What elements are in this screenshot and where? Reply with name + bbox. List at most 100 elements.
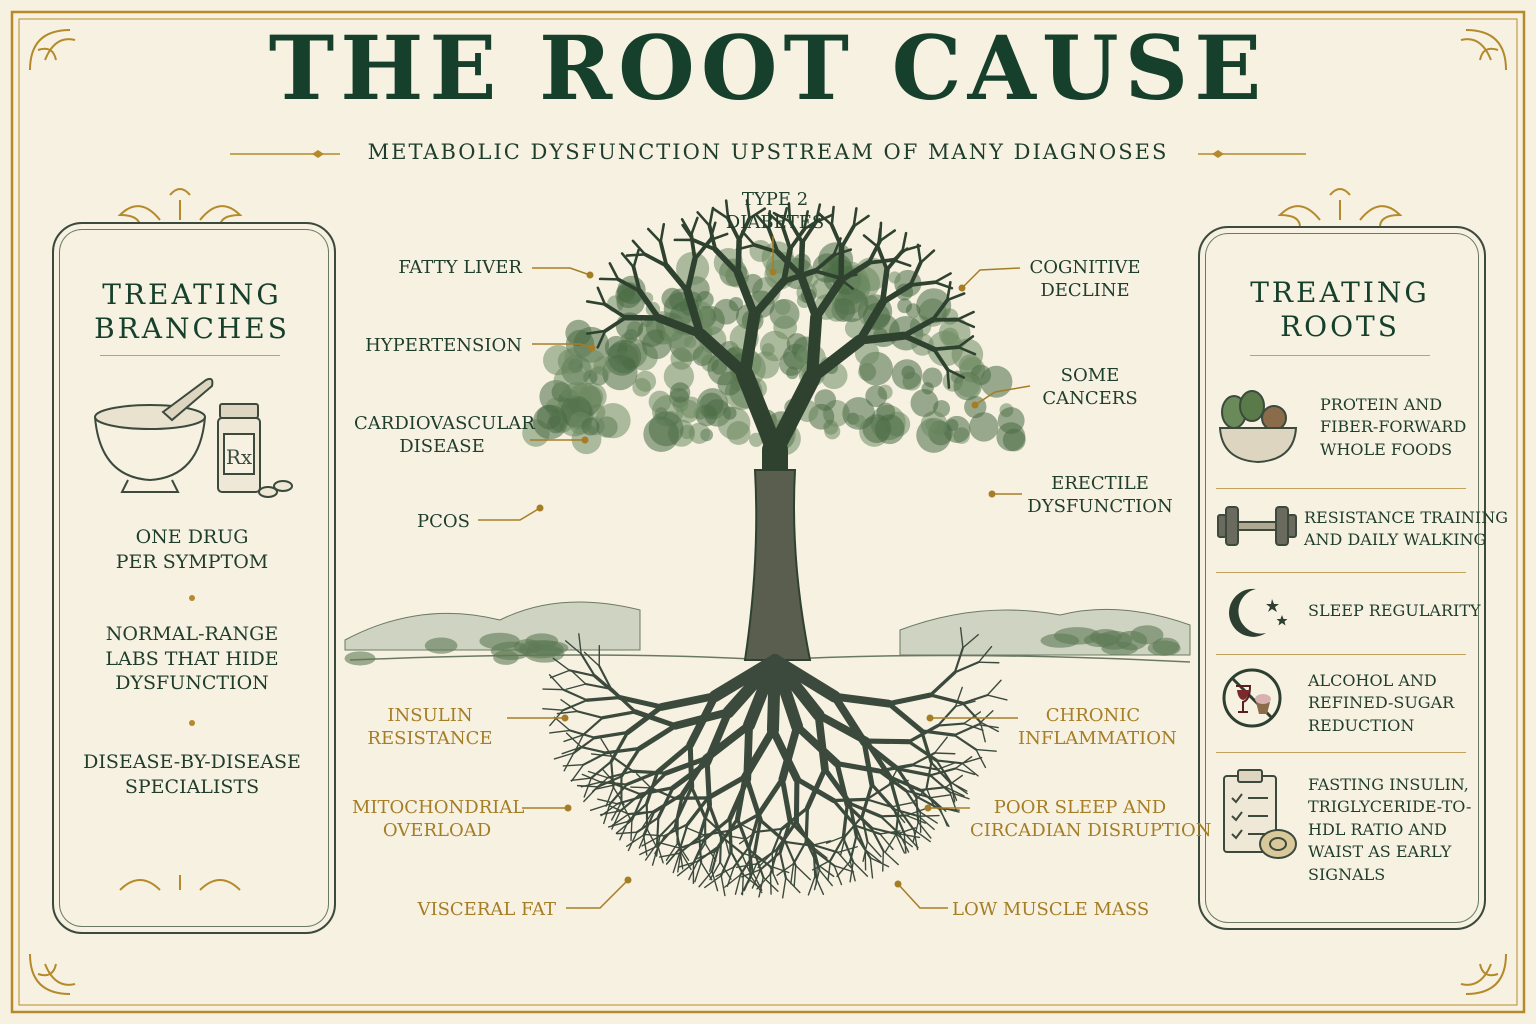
root [866, 840, 882, 858]
branch [631, 265, 642, 293]
root [918, 789, 941, 809]
root [814, 710, 829, 773]
label-line: INFLAMMATION [1018, 728, 1177, 750]
root [795, 864, 812, 881]
root [936, 705, 957, 727]
tree-illustration [522, 199, 1026, 899]
root [676, 842, 690, 861]
root [565, 683, 587, 690]
leaf-cluster [946, 418, 959, 432]
right-divider [1216, 752, 1466, 753]
root [829, 836, 845, 862]
root [663, 755, 709, 776]
root [930, 794, 952, 799]
leaf-cluster [688, 422, 710, 444]
page-subtitle: METABOLIC DYSFUNCTION UPSTREAM OF MANY D… [367, 140, 1169, 164]
leaf-cluster [728, 296, 744, 312]
leaf-cluster [717, 371, 742, 396]
branch [608, 262, 620, 281]
root [740, 851, 750, 872]
leaf-cluster [865, 385, 888, 408]
branch [932, 345, 961, 352]
root [910, 764, 939, 771]
root [879, 830, 901, 835]
label-fatty-liver: FATTY LIVER [330, 256, 522, 279]
root [865, 784, 890, 801]
label-line: INSULIN [387, 705, 473, 726]
right-title-line1: TREATING [1250, 276, 1430, 309]
root [779, 851, 787, 879]
leaf-cluster [536, 405, 561, 430]
root [570, 669, 587, 685]
root [918, 786, 947, 792]
root [882, 850, 899, 866]
root [704, 760, 712, 808]
root [918, 814, 940, 817]
root [837, 846, 858, 854]
root [747, 812, 761, 848]
root [935, 759, 952, 784]
branch [734, 269, 759, 319]
branch [694, 327, 751, 381]
branch [745, 199, 751, 220]
branch [803, 210, 809, 231]
branch [946, 368, 966, 379]
root [656, 786, 675, 820]
root [644, 842, 658, 861]
branch [603, 302, 628, 320]
label-line: MITOCHONDRIAL [352, 797, 525, 818]
root [887, 766, 899, 786]
branch [838, 259, 872, 284]
branch [852, 207, 858, 228]
mortar-pestle-and-pill-bottle-icon: Rx [94, 377, 293, 498]
branch [658, 240, 669, 268]
root [605, 786, 615, 807]
right-item-training: RESISTANCE TRAINING AND DAILY WALKING [1304, 507, 1508, 552]
root [936, 722, 965, 727]
root [975, 748, 997, 752]
right-item-line: REDUCTION [1308, 715, 1415, 735]
label-line: RESISTANCE [367, 728, 493, 750]
right-item-line: RESISTANCE TRAINING [1304, 508, 1509, 527]
branch [738, 308, 761, 381]
root [936, 768, 953, 784]
right-title-line2: ROOTS [1280, 309, 1400, 343]
right-item-labs: FASTING INSULIN, TRIGLYCERIDE-TO- HDL RA… [1308, 774, 1471, 886]
root [807, 875, 816, 896]
right-item-line: HDL RATIO AND [1308, 819, 1447, 839]
root [583, 651, 600, 667]
label-insulin-resistance: INSULIN RESISTANCE [355, 704, 505, 751]
root [977, 661, 1000, 664]
branch [692, 238, 713, 261]
connector-dot [926, 714, 934, 722]
branch [767, 212, 784, 228]
root [754, 827, 783, 833]
leaf-cluster [749, 432, 764, 447]
connector-line [478, 507, 541, 521]
trunk [743, 469, 812, 661]
root [863, 738, 912, 745]
root [630, 819, 633, 842]
root [617, 695, 665, 710]
root [742, 873, 760, 889]
root [638, 786, 675, 796]
root [562, 688, 588, 702]
root [561, 746, 582, 755]
root [812, 848, 817, 877]
branch [659, 223, 666, 244]
root [918, 815, 935, 831]
root [563, 752, 575, 772]
page-title: THE ROOT CAUSE [268, 16, 1268, 120]
branch [879, 266, 890, 306]
label-line: CANCERS [1042, 388, 1138, 410]
right-item-line: SIGNALS [1308, 864, 1386, 884]
leaf-cluster [595, 403, 631, 439]
root [704, 874, 722, 889]
bullet-dot [189, 595, 195, 601]
root [949, 781, 968, 795]
branch [767, 210, 772, 231]
root [892, 808, 906, 835]
label-line: SOME [1060, 365, 1120, 386]
root [583, 786, 599, 803]
root [845, 803, 873, 830]
